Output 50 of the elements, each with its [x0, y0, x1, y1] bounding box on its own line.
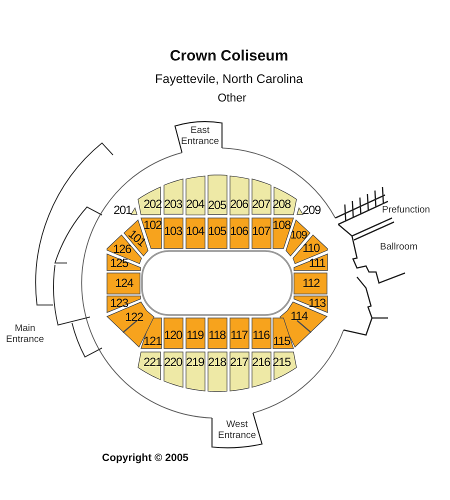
- section-number: 121: [144, 335, 162, 347]
- section-number: 111: [308, 257, 326, 269]
- section-number: 220: [164, 356, 182, 368]
- section-number: 102: [144, 219, 162, 231]
- section-number: 119: [186, 329, 204, 341]
- section-number: 208: [272, 198, 290, 210]
- location-subtitle: Fayettevile, North Carolina: [155, 72, 303, 86]
- section-number: 205: [208, 198, 226, 210]
- section-number: 112: [302, 277, 320, 289]
- section-number: 206: [230, 198, 248, 210]
- section-number: 106: [230, 225, 248, 237]
- section-number: 126: [113, 242, 131, 255]
- section-number: 105: [208, 225, 226, 237]
- section-number: 217: [230, 356, 248, 368]
- section-number: 117: [230, 329, 248, 341]
- section-number: 113: [308, 297, 326, 309]
- section-number: 114: [290, 310, 308, 322]
- entrance-label: West Entrance: [218, 420, 256, 442]
- title: Crown Coliseum: [170, 48, 288, 64]
- room-label: Prefunction: [382, 205, 430, 215]
- section-number: 218: [208, 356, 226, 368]
- room-label: Ballroom: [380, 242, 418, 252]
- section-number: 110: [302, 242, 320, 254]
- section-number: 221: [144, 356, 162, 368]
- section-number: 118: [208, 329, 226, 341]
- section-number: 207: [252, 198, 270, 210]
- entrance-label: East Entrance: [181, 126, 219, 148]
- section-number: 107: [252, 225, 270, 237]
- section-number: 215: [272, 356, 290, 368]
- section-number: 104: [186, 225, 204, 237]
- section-number: 209: [302, 204, 320, 216]
- section-number: 123: [110, 297, 128, 309]
- section-number: 122: [125, 311, 143, 323]
- section-number: 103: [164, 225, 182, 237]
- section-number: 115: [272, 335, 290, 347]
- event-type-label: Other: [218, 93, 246, 105]
- copyright-notice: Copyright © 2005: [102, 452, 189, 464]
- section-number: 202: [144, 198, 162, 210]
- section-number: 201: [114, 204, 132, 216]
- section-number: 203: [164, 198, 182, 210]
- section-number: 219: [186, 356, 204, 368]
- section-number: 216: [252, 356, 270, 368]
- section-number: 124: [115, 277, 133, 289]
- section-number: 204: [186, 198, 204, 210]
- section-number: 120: [164, 329, 182, 341]
- entrance-label: Main Entrance: [4, 324, 46, 346]
- section-number: 125: [110, 257, 128, 269]
- section-number: 109: [290, 230, 307, 242]
- section-number: 116: [252, 329, 270, 341]
- section-number: 108: [272, 219, 290, 231]
